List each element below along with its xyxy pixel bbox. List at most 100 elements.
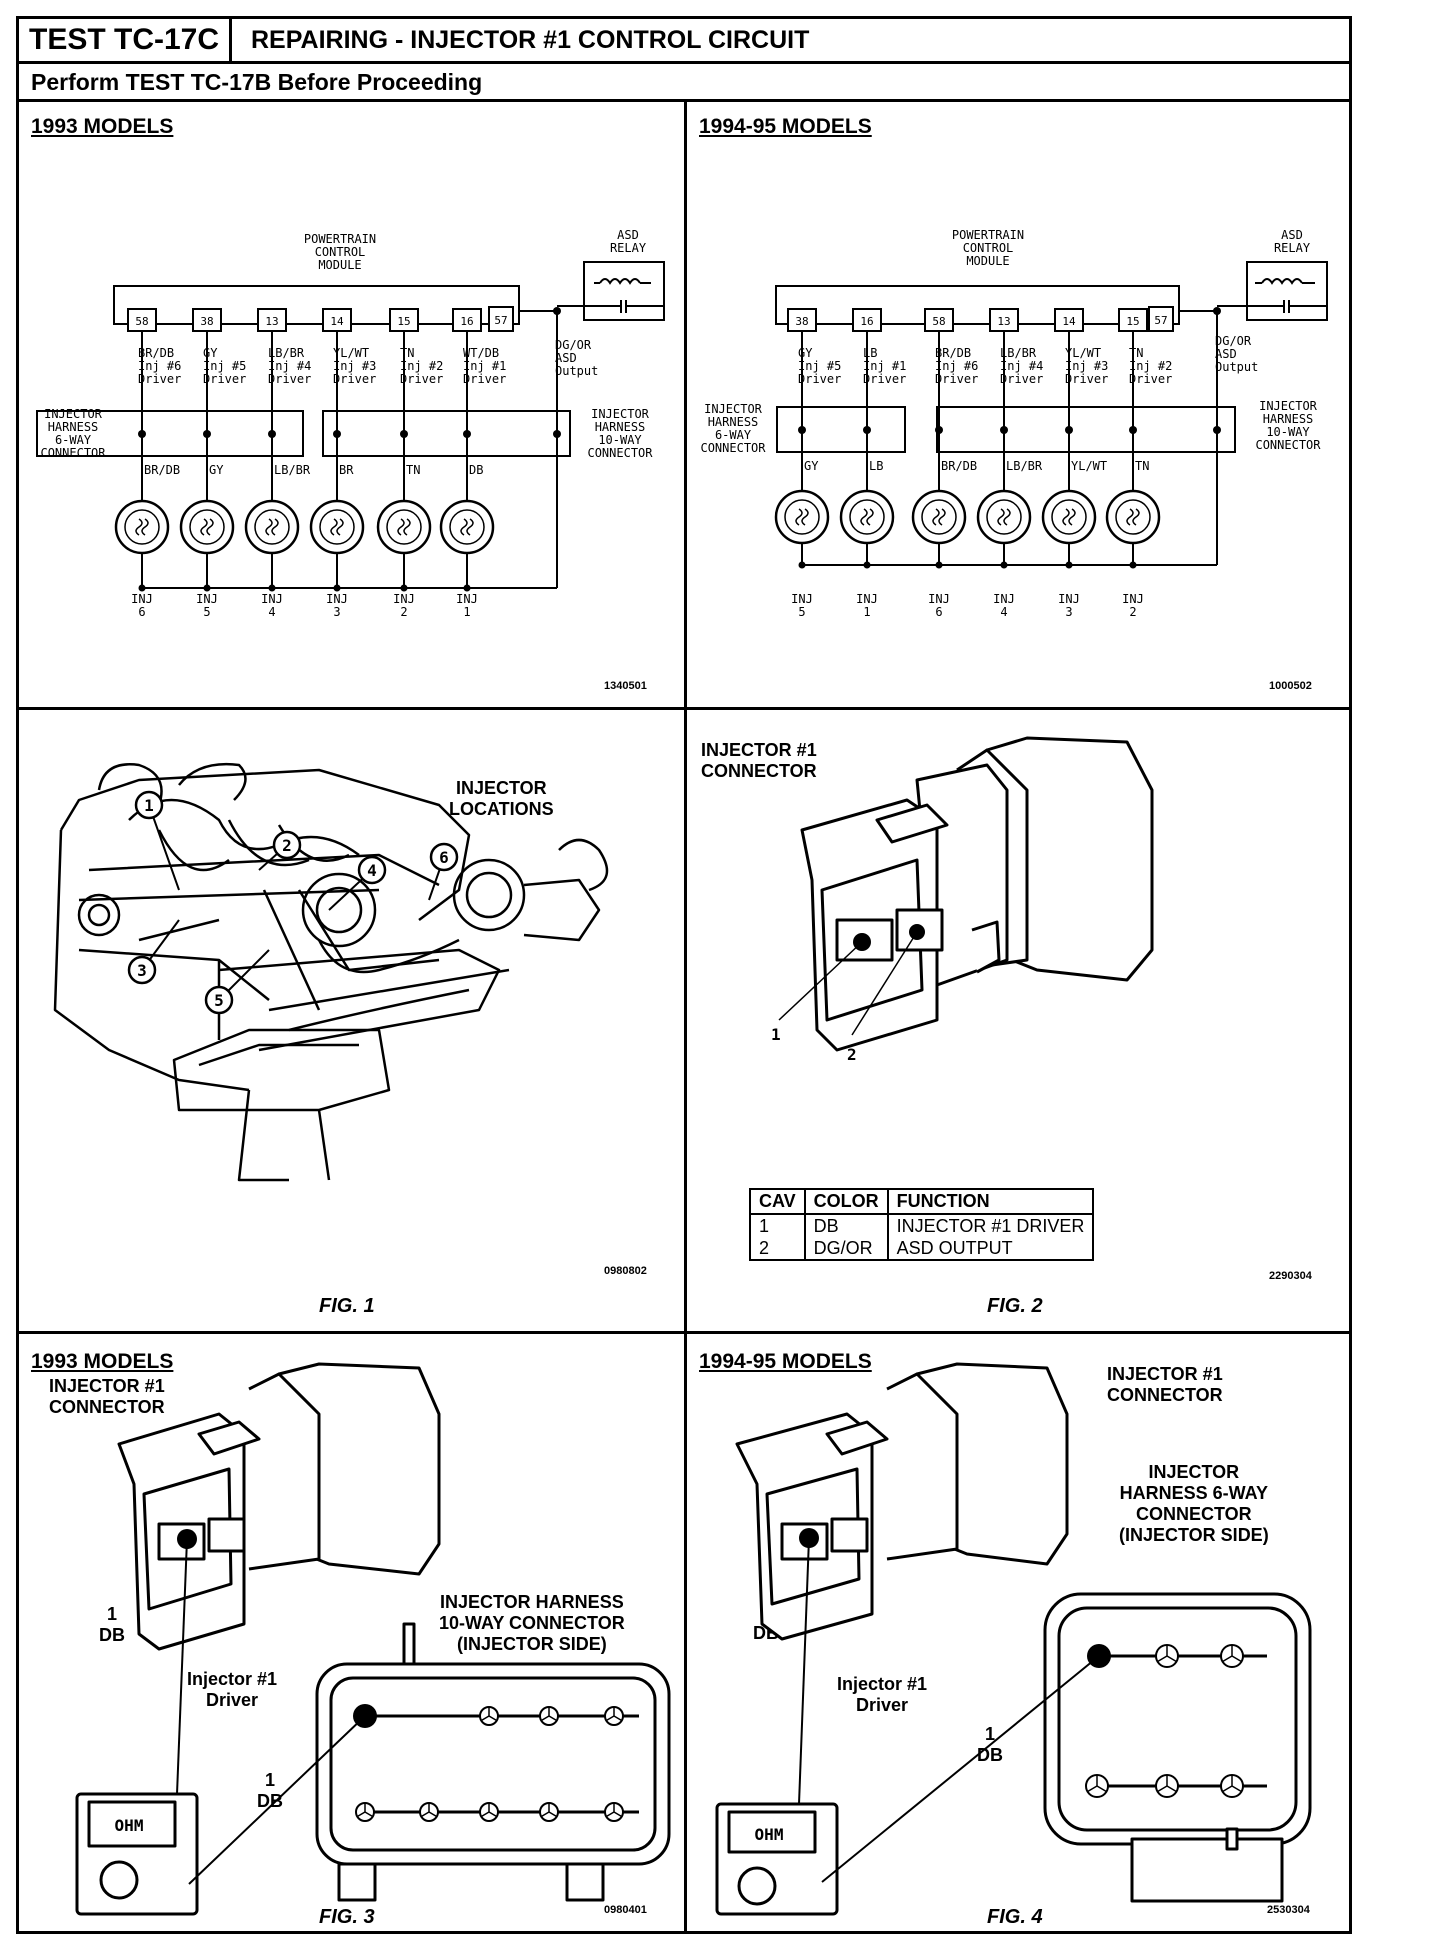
- figure-code: 0980802: [604, 1265, 647, 1277]
- driver-label: Injector #1 Driver: [837, 1674, 928, 1715]
- table-row: 2 DG/OR ASD OUTPUT: [749, 1237, 1095, 1261]
- injector-coil: [244, 499, 300, 592]
- svg-text:38: 38: [200, 315, 213, 328]
- test-header: TEST TC-17C REPAIRING - INJECTOR #1 CONT…: [19, 19, 1349, 64]
- injector-coil: [839, 489, 895, 569]
- connector-label: INJECTOR #1 CONNECTOR: [701, 740, 817, 781]
- injector-coil: [1105, 489, 1161, 569]
- test-prerequisite: Perform TEST TC-17B Before Proceeding: [19, 64, 1349, 102]
- pin-label: 1 DB: [99, 1604, 125, 1645]
- pin-callout-2: 2: [847, 1045, 857, 1064]
- injector-locations-label: INJECTOR LOCATIONS: [449, 778, 554, 819]
- wire-color: BR/DB: [144, 463, 181, 477]
- figure-caption: FIG. 4: [987, 1906, 1043, 1928]
- harness-cavity: [604, 1802, 624, 1822]
- injector-coil: [114, 499, 170, 592]
- pcm-pin-14: 14: [322, 308, 352, 501]
- svg-text:14: 14: [1062, 315, 1076, 328]
- injector-callout-2: 2: [258, 830, 302, 871]
- harness-cavity: [539, 1802, 559, 1822]
- svg-text:58: 58: [932, 315, 945, 328]
- svg-text:16: 16: [460, 315, 473, 328]
- wire-color: BR/DB: [941, 459, 978, 473]
- figure-code: 1340501: [604, 680, 647, 692]
- section-heading: 1993 MODELS: [31, 1350, 174, 1373]
- wire-color: TN: [406, 463, 421, 477]
- harness-cavity: [355, 1802, 375, 1822]
- svg-text:4: 4: [367, 861, 377, 880]
- fig3-panel: 1993 MODELS INJECTOR #1 CONNECTOR 1 DB I…: [19, 1334, 684, 1932]
- wire-color: YL/WT: [1071, 459, 1108, 473]
- svg-text:15: 15: [1126, 315, 1139, 328]
- injector-coil: [376, 499, 432, 592]
- wire-color: DB: [469, 463, 484, 477]
- wire-color: LB: [869, 459, 884, 473]
- harness-cavity: [539, 1706, 559, 1726]
- pcm-pin-15: 15: [389, 308, 419, 501]
- harness-label: INJECTOR HARNESS 6-WAY CONNECTOR (INJECT…: [1119, 1462, 1269, 1545]
- fig4-panel: 1994-95 MODELS INJECTOR #1 CONNECTOR INJ…: [687, 1334, 1349, 1932]
- harness-cavity: [1155, 1774, 1179, 1798]
- fig4-drawing: OHM: [715, 1362, 1312, 1916]
- injector-coil: [1041, 489, 1097, 569]
- svg-text:3: 3: [137, 961, 147, 980]
- svg-text:1: 1: [144, 796, 154, 815]
- figure-caption: FIG. 2: [987, 1295, 1043, 1317]
- wire-color: GY: [209, 463, 224, 477]
- injector-callout-3: 3: [127, 919, 180, 985]
- harness-cavity: [419, 1802, 439, 1822]
- injector-callout-5: 5: [204, 949, 270, 1015]
- svg-text:2: 2: [282, 836, 292, 855]
- engine-illustration: 1 2 3 4 5 6: [53, 763, 609, 1182]
- svg-text:6: 6: [439, 848, 449, 867]
- ohmmeter-display: OHM: [755, 1825, 784, 1844]
- svg-text:57: 57: [1154, 314, 1167, 327]
- wire-color: GY: [804, 459, 819, 473]
- fig2-panel: INJECTOR #1 CONNECTOR 1 2: [687, 710, 1349, 1331]
- figure-code: 2530304: [1267, 1904, 1310, 1916]
- pcm-pin-57: 57: [1148, 306, 1174, 332]
- svg-text:58: 58: [135, 315, 148, 328]
- cell-cav: 1: [749, 1214, 806, 1237]
- pcm-pin-57: 57: [488, 306, 514, 332]
- harness-cavity: [1220, 1644, 1244, 1668]
- svg-text:5: 5: [214, 991, 224, 1010]
- injector-callout-6: 6: [428, 842, 459, 901]
- pcm-pin-58: 58: [127, 308, 157, 501]
- cell-color: DG/OR: [803, 1237, 889, 1261]
- figure-caption: FIG. 1: [319, 1295, 375, 1317]
- connector-label: INJECTOR #1 CONNECTOR: [1107, 1364, 1223, 1405]
- service-manual-page: TEST TC-17C REPAIRING - INJECTOR #1 CONT…: [16, 16, 1352, 1934]
- svg-text:57: 57: [494, 314, 507, 327]
- pcm-pin-16: 16: [452, 308, 482, 501]
- svg-text:14: 14: [330, 315, 344, 328]
- schematic-1993-diagram: 58 38 13 14 15 16 57: [36, 261, 665, 592]
- injector-callout-1: 1: [134, 790, 180, 891]
- pcm-pin-13: 13: [257, 308, 287, 501]
- cell-color: DB: [803, 1214, 889, 1237]
- pin2-label: 1 DB: [257, 1770, 283, 1811]
